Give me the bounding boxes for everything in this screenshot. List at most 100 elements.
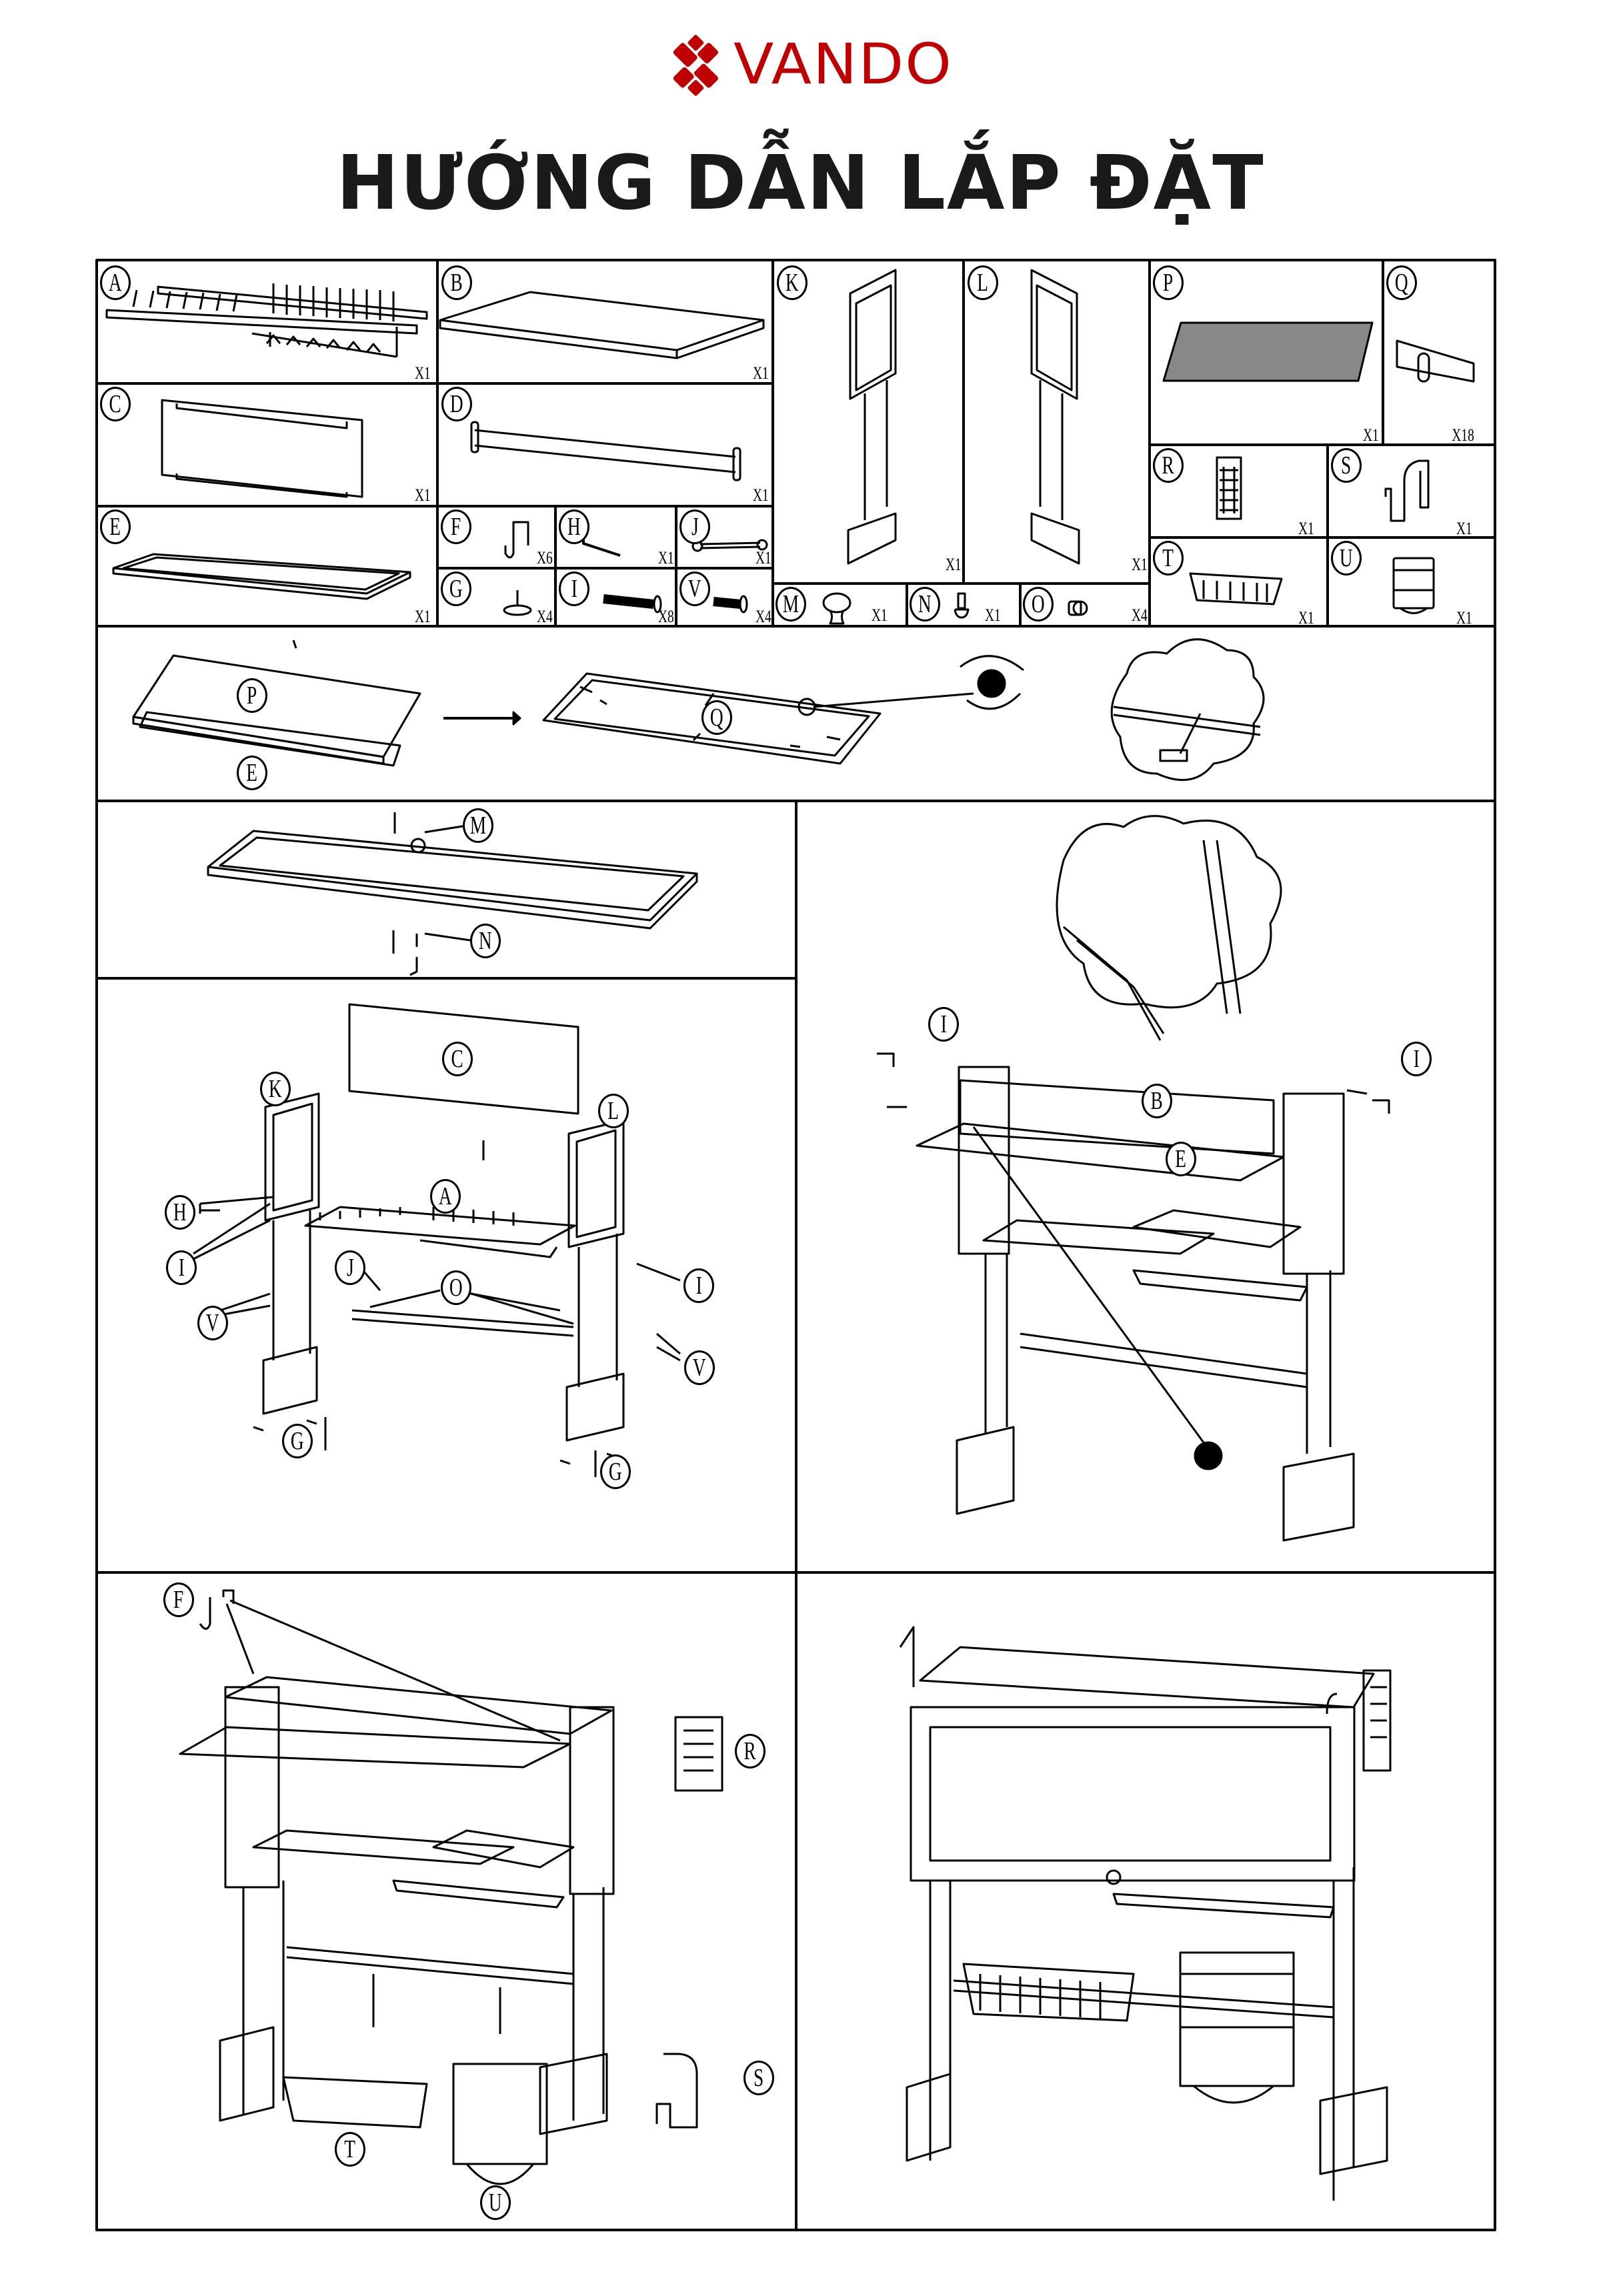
part-c-panel-drawing bbox=[161, 399, 363, 498]
callout-u: U bbox=[480, 2185, 511, 2220]
step1-drawing bbox=[132, 638, 1265, 782]
callout-f: F bbox=[163, 1582, 194, 1617]
part-label-t: T bbox=[1153, 541, 1184, 576]
part-l-side-frame-drawing bbox=[1030, 269, 1080, 565]
part-label-a: A bbox=[100, 265, 131, 300]
brand-name: VANDO bbox=[733, 31, 953, 97]
part-qty-h: X1 bbox=[658, 548, 674, 567]
part-g-foot-drawing bbox=[503, 590, 532, 616]
part-k-side-frame-drawing bbox=[847, 269, 897, 565]
part-label-e: E bbox=[100, 509, 131, 544]
part-qty-l: X1 bbox=[1132, 555, 1148, 574]
callout-p: P bbox=[237, 678, 267, 713]
callout-c: C bbox=[442, 1042, 473, 1076]
part-m-knob-drawing bbox=[822, 592, 852, 625]
callout-a: A bbox=[430, 1179, 461, 1214]
part-label-l: L bbox=[968, 265, 998, 300]
part-qty-m: X1 bbox=[872, 606, 888, 625]
part-j-wrench-drawing bbox=[691, 539, 768, 552]
part-qty-o: X4 bbox=[1132, 606, 1148, 625]
page-title: HƯỚNG DẪN LẮP ĐẶT bbox=[336, 140, 1265, 227]
part-label-u: U bbox=[1331, 541, 1362, 576]
part-label-v: V bbox=[679, 571, 710, 606]
callout-i: I bbox=[683, 1268, 714, 1303]
callout-e: E bbox=[237, 756, 267, 790]
callout-m: M bbox=[463, 808, 493, 843]
part-label-s: S bbox=[1331, 448, 1362, 483]
part-qty-v: X4 bbox=[755, 607, 771, 626]
grid-lines bbox=[95, 259, 1496, 2231]
vando-logo-icon bbox=[673, 35, 719, 96]
callout-g: G bbox=[282, 1424, 313, 1458]
part-q-clip-drawing bbox=[1396, 339, 1475, 383]
part-label-p: P bbox=[1153, 265, 1184, 300]
part-qty-n: X1 bbox=[985, 606, 1001, 625]
part-label-k: K bbox=[777, 265, 808, 300]
step4-drawing bbox=[877, 815, 1390, 1542]
callout-i: I bbox=[166, 1250, 197, 1285]
callout-h: H bbox=[165, 1195, 195, 1230]
part-qty-k: X1 bbox=[946, 555, 962, 574]
callout-t: T bbox=[335, 2132, 365, 2167]
part-label-d: D bbox=[441, 387, 472, 421]
callout-v: V bbox=[684, 1350, 715, 1385]
part-label-m: M bbox=[775, 587, 806, 622]
part-label-g: G bbox=[441, 571, 471, 606]
callout-g: G bbox=[600, 1454, 631, 1489]
part-n-screw-drawing bbox=[954, 592, 970, 619]
part-qty-s: X1 bbox=[1456, 519, 1472, 538]
part-b-board-drawing bbox=[439, 291, 765, 359]
callout-b: B bbox=[1142, 1084, 1172, 1118]
part-label-f: F bbox=[441, 509, 471, 544]
step2-drawing bbox=[207, 812, 698, 976]
part-r-utensil-holder-drawing bbox=[1216, 456, 1242, 520]
part-qty-e: X1 bbox=[415, 607, 431, 626]
part-qty-b: X1 bbox=[753, 363, 769, 383]
callout-l: L bbox=[598, 1094, 629, 1128]
part-qty-r: X1 bbox=[1298, 519, 1314, 538]
step6-drawing bbox=[899, 1626, 1392, 2201]
part-qty-g: X4 bbox=[537, 607, 553, 626]
part-t-basket-drawing bbox=[1189, 572, 1283, 606]
part-qty-i: X8 bbox=[658, 607, 674, 626]
callout-i: I bbox=[1401, 1042, 1432, 1076]
part-qty-f: X6 bbox=[537, 548, 553, 567]
part-qty-p: X1 bbox=[1363, 425, 1379, 445]
part-qty-u: X1 bbox=[1456, 608, 1472, 628]
part-label-n: N bbox=[910, 587, 940, 622]
step5-drawing bbox=[179, 1589, 723, 2185]
part-d-bar-drawing bbox=[470, 421, 741, 481]
part-label-c: C bbox=[100, 387, 131, 421]
callout-i: I bbox=[928, 1007, 959, 1042]
callout-r: R bbox=[735, 1734, 765, 1769]
part-qty-a: X1 bbox=[415, 363, 431, 383]
part-label-r: R bbox=[1153, 448, 1184, 483]
step3-drawing bbox=[193, 1003, 681, 1477]
callout-s: S bbox=[743, 2061, 774, 2095]
callout-k: K bbox=[260, 1072, 291, 1106]
part-label-i: I bbox=[559, 571, 589, 606]
part-f-hook-drawing bbox=[504, 521, 529, 559]
part-label-j: J bbox=[679, 509, 710, 544]
part-s-hook-drawing bbox=[1384, 459, 1430, 522]
part-p-glass-plate-drawing bbox=[1162, 321, 1374, 382]
part-label-h: H bbox=[559, 509, 589, 544]
part-qty-t: X1 bbox=[1298, 608, 1314, 628]
part-o-clip-drawing bbox=[1068, 600, 1088, 616]
part-i-bolt-drawing bbox=[603, 594, 662, 614]
part-qty-j: X1 bbox=[755, 548, 771, 567]
callout-j: J bbox=[335, 1250, 365, 1285]
callout-o: O bbox=[441, 1270, 471, 1305]
callout-v: V bbox=[197, 1306, 228, 1340]
part-qty-d: X1 bbox=[753, 485, 769, 505]
part-label-o: O bbox=[1023, 587, 1054, 622]
callout-n: N bbox=[470, 924, 501, 958]
part-label-b: B bbox=[441, 265, 472, 300]
part-v-bolt-drawing bbox=[713, 595, 748, 614]
callout-e: E bbox=[1166, 1142, 1196, 1176]
part-u-holder-drawing bbox=[1392, 557, 1435, 614]
part-qty-c: X1 bbox=[415, 485, 431, 505]
part-qty-q: X18 bbox=[1452, 425, 1474, 445]
